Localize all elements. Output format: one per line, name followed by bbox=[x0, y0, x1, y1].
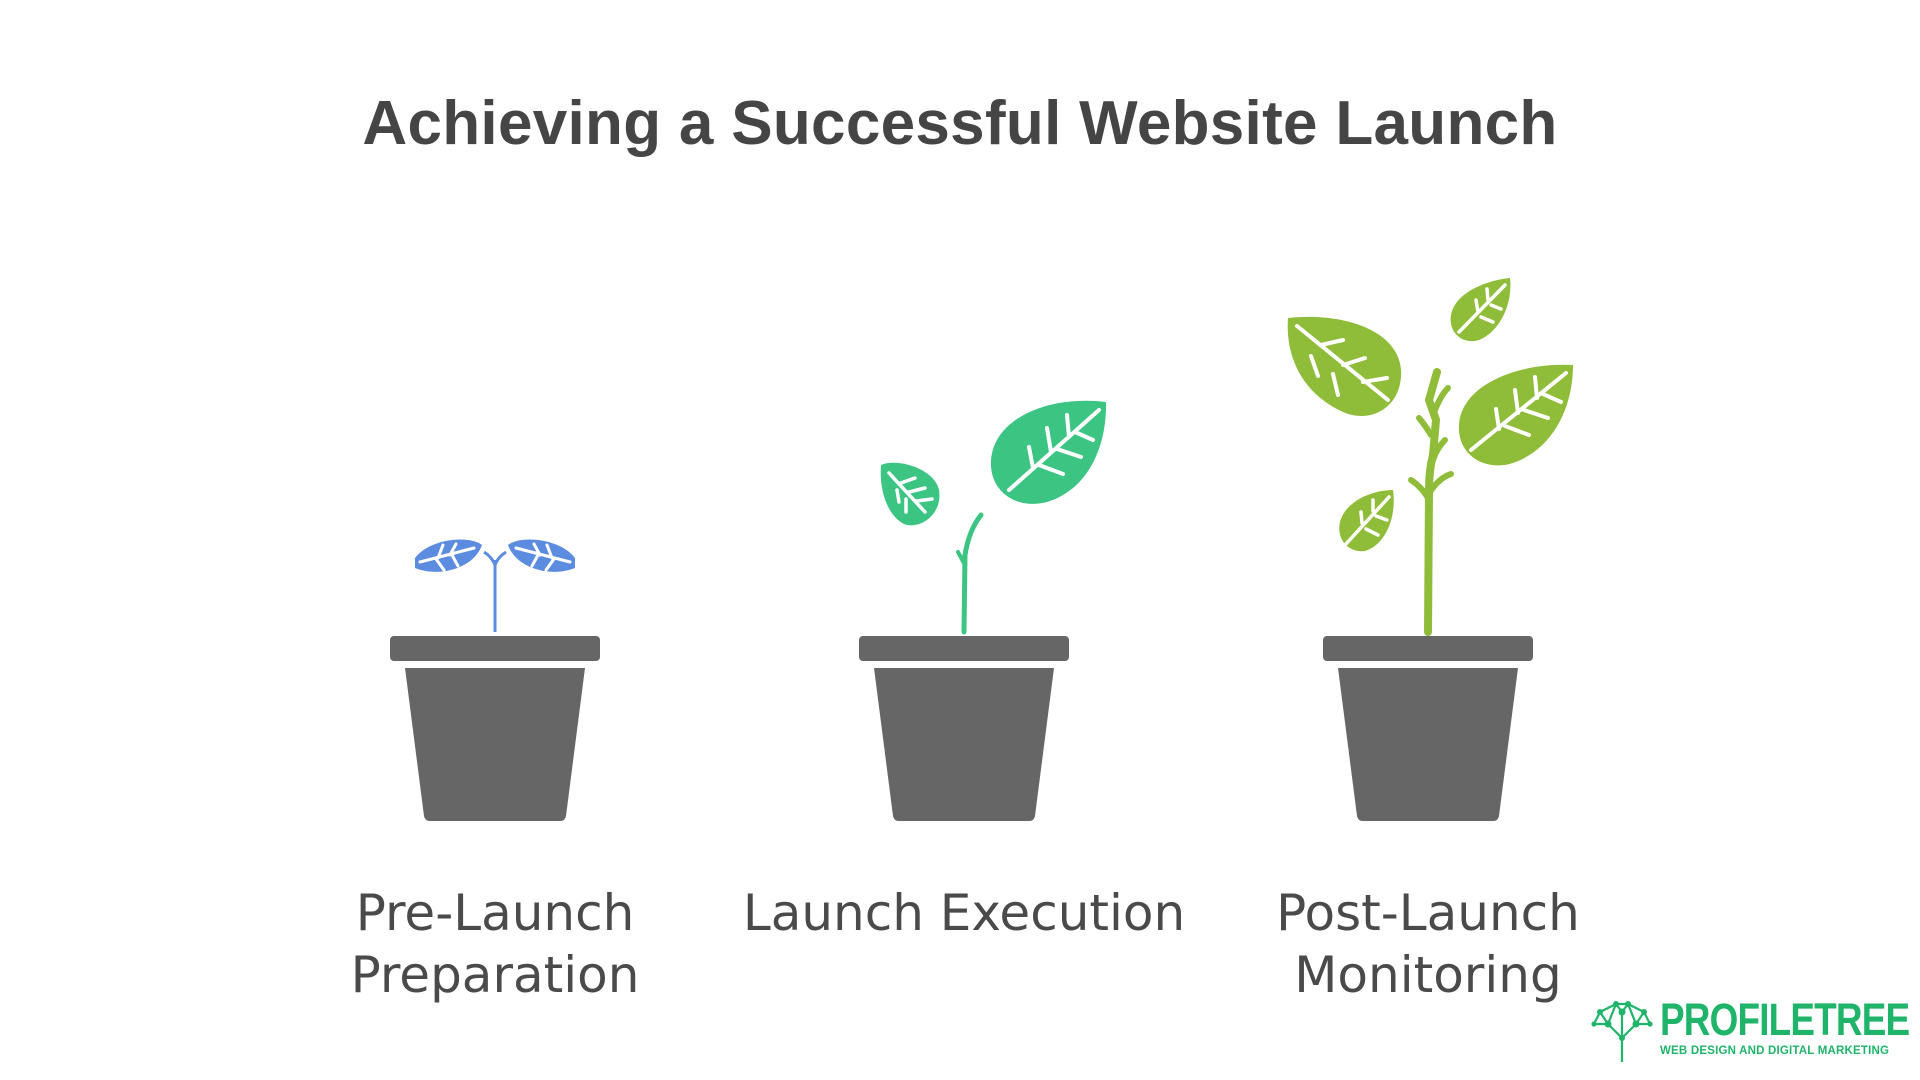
left-leaf-icon bbox=[415, 539, 482, 572]
brand-tagline: WEB DESIGN AND DIGITAL MARKETING bbox=[1660, 1045, 1890, 1057]
stage-label-launch-execution: Launch Execution bbox=[742, 884, 1186, 942]
brand-name: PROFILETREE bbox=[1660, 994, 1910, 1045]
large-leaf-icon bbox=[990, 400, 1107, 504]
right-leaf-icon bbox=[1458, 364, 1573, 466]
top-leaf-icon bbox=[1450, 278, 1511, 342]
small-leaf-icon bbox=[880, 462, 940, 526]
grown-plant-pot-icon bbox=[1287, 278, 1573, 821]
right-leaf-icon bbox=[508, 539, 575, 572]
stage-launch-execution: Launch Execution bbox=[729, 0, 1199, 1080]
tree-network-icon bbox=[1591, 1001, 1653, 1062]
upper-left-leaf-icon bbox=[1287, 316, 1402, 416]
brand-logo: PROFILETREE WEB DESIGN AND DIGITAL MARKE… bbox=[1590, 994, 1910, 1064]
lower-left-leaf-icon bbox=[1339, 490, 1394, 552]
seedling-pot-icon bbox=[390, 539, 600, 821]
stage-label-post-launch: Post-Launch Monitoring bbox=[1276, 884, 1580, 1004]
sprout-pot-icon bbox=[859, 400, 1107, 821]
stage-post-launch: Post-Launch Monitoring bbox=[1193, 0, 1663, 1080]
stage-pre-launch: Pre-Launch Preparation bbox=[260, 0, 730, 1080]
stage-label-pre-launch: Pre-Launch Preparation bbox=[350, 884, 640, 1004]
page-title: Achieving a Successful Website Launch bbox=[362, 89, 1558, 158]
